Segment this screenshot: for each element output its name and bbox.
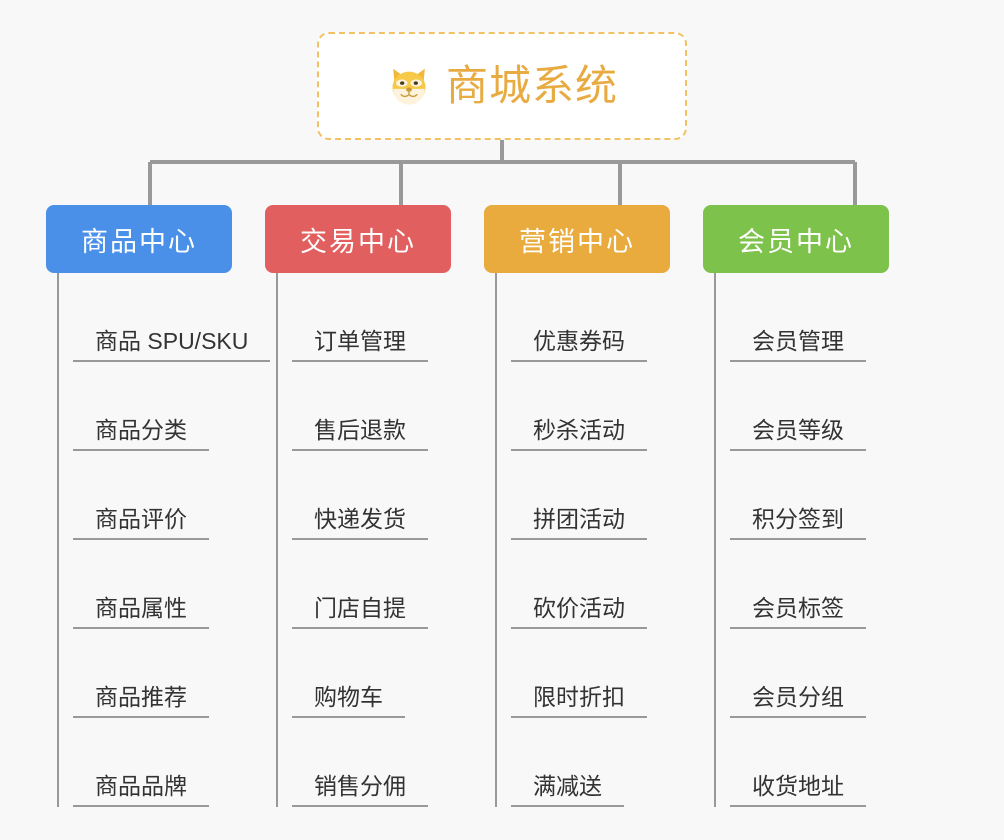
branch-head-2[interactable]: 营销中心 (484, 205, 670, 273)
leaf-item[interactable]: 门店自提 (292, 540, 484, 629)
branch-head-label-2: 营销中心 (519, 226, 635, 257)
branch-column-0: 商品中心 商品 SPU/SKU 商品分类 商品评价 商品属性 商品推荐 (46, 205, 271, 840)
branch-head-label-3: 会员中心 (738, 226, 854, 257)
leaf-label: 收货地址 (730, 773, 866, 807)
leaf-label: 满减送 (511, 773, 624, 807)
leaf-list-0: 商品 SPU/SKU 商品分类 商品评价 商品属性 商品推荐 商品品牌 (57, 273, 271, 807)
leaf-label: 门店自提 (292, 595, 428, 629)
leaf-item[interactable]: 销售分佣 (292, 718, 484, 807)
branch-head-3[interactable]: 会员中心 (703, 205, 889, 273)
leaf-item[interactable]: 秒杀活动 (511, 362, 703, 451)
branch-head-label-1: 交易中心 (300, 226, 416, 257)
leaf-item[interactable]: 商品分类 (73, 362, 265, 451)
leaf-item[interactable]: 满减送 (511, 718, 703, 807)
leaf-item[interactable]: 售后退款 (292, 362, 484, 451)
leaf-item[interactable]: 限时折扣 (511, 629, 703, 718)
leaf-item[interactable]: 会员管理 (730, 273, 922, 362)
branch-columns: 商品中心 商品 SPU/SKU 商品分类 商品评价 商品属性 商品推荐 (0, 205, 1004, 840)
leaf-label: 会员标签 (730, 595, 866, 629)
leaf-label: 拼团活动 (511, 506, 647, 540)
dog-face-icon (392, 68, 426, 105)
leaf-label: 快递发货 (292, 506, 428, 540)
leaf-item[interactable]: 商品 SPU/SKU (73, 273, 271, 362)
leaf-label: 优惠券码 (511, 328, 647, 362)
leaf-list-1: 订单管理 售后退款 快递发货 门店自提 购物车 销售分佣 (276, 273, 484, 807)
branch-column-3: 会员中心 会员管理 会员等级 积分签到 会员标签 会员分组 (703, 205, 922, 840)
leaf-item[interactable]: 积分签到 (730, 451, 922, 540)
leaf-label: 商品品牌 (73, 773, 209, 807)
page-title: 商城系统 (445, 62, 618, 109)
leaf-label: 积分签到 (730, 506, 866, 540)
leaf-item[interactable]: 商品评价 (73, 451, 265, 540)
leaf-label: 销售分佣 (292, 773, 428, 807)
leaf-item[interactable]: 拼团活动 (511, 451, 703, 540)
leaf-label: 商品评价 (73, 506, 209, 540)
branch-column-1: 交易中心 订单管理 售后退款 快递发货 门店自提 购物车 (265, 205, 484, 840)
branch-head-label-0: 商品中心 (81, 226, 197, 257)
leaf-label: 砍价活动 (511, 595, 647, 629)
branch-head-1[interactable]: 交易中心 (265, 205, 451, 273)
leaf-item[interactable]: 收货地址 (730, 718, 922, 807)
leaf-item[interactable]: 购物车 (292, 629, 484, 718)
leaf-label: 商品 SPU/SKU (73, 328, 271, 362)
leaf-list-3: 会员管理 会员等级 积分签到 会员标签 会员分组 收货地址 (714, 273, 922, 807)
leaf-label: 商品属性 (73, 595, 209, 629)
leaf-item[interactable]: 优惠券码 (511, 273, 703, 362)
leaf-item[interactable]: 快递发货 (292, 451, 484, 540)
leaf-label: 订单管理 (292, 328, 428, 362)
leaf-item[interactable]: 商品推荐 (73, 629, 265, 718)
leaf-label: 购物车 (292, 684, 405, 718)
leaf-label: 商品推荐 (73, 684, 209, 718)
leaf-label: 限时折扣 (511, 684, 647, 718)
leaf-item[interactable]: 订单管理 (292, 273, 484, 362)
branch-head-0[interactable]: 商品中心 (46, 205, 232, 273)
leaf-label: 售后退款 (292, 417, 428, 451)
leaf-list-2: 优惠券码 秒杀活动 拼团活动 砍价活动 限时折扣 满减送 (495, 273, 703, 807)
leaf-label: 会员管理 (730, 328, 866, 362)
leaf-item[interactable]: 会员分组 (730, 629, 922, 718)
leaf-item[interactable]: 商品品牌 (73, 718, 265, 807)
root-node-wrapper: 商城系统 (0, 32, 1004, 140)
leaf-label: 商品分类 (73, 417, 209, 451)
leaf-item[interactable]: 商品属性 (73, 540, 265, 629)
leaf-label: 秒杀活动 (511, 417, 647, 451)
leaf-item[interactable]: 会员等级 (730, 362, 922, 451)
leaf-label: 会员分组 (730, 684, 866, 718)
leaf-label: 会员等级 (730, 417, 866, 451)
leaf-item[interactable]: 砍价活动 (511, 540, 703, 629)
leaf-item[interactable]: 会员标签 (730, 540, 922, 629)
root-node[interactable]: 商城系统 (317, 32, 687, 140)
branch-column-2: 营销中心 优惠券码 秒杀活动 拼团活动 砍价活动 限时折扣 (484, 205, 703, 840)
